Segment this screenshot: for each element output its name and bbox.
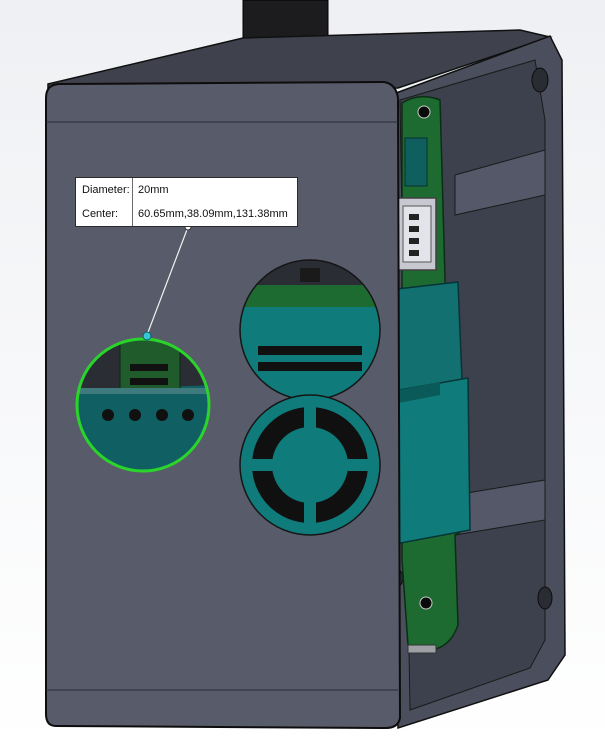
selection-point-icon[interactable]: [142, 331, 152, 341]
hole-fan[interactable]: [240, 395, 380, 535]
diameter-value: 20mm: [138, 184, 169, 196]
selection-circle-highlight[interactable]: [75, 337, 211, 473]
callout-leader-line: [146, 226, 189, 336]
measurement-callout[interactable]: Diameter: 20mm Center: 60.65mm,38.09mm,1…: [75, 177, 298, 227]
jst-pin-4: [409, 250, 419, 256]
jst-pin-1: [409, 214, 419, 220]
center-value: 60.65mm,38.09mm,131.38mm: [138, 208, 288, 220]
interior-rib-upper: [454, 149, 546, 216]
hole-fan-edge: [239, 394, 381, 536]
corner-boss-bottom: [537, 586, 553, 610]
corner-boss-top: [531, 67, 549, 93]
hole-selected[interactable]: [75, 337, 215, 480]
center-label: Center:: [76, 202, 133, 226]
jst-pin-3: [409, 238, 419, 244]
pcb-mount-hole-top: [417, 105, 431, 119]
pcb-connector-upper: [404, 137, 428, 187]
center-row: Center: 60.65mm,38.09mm,131.38mm: [76, 202, 297, 226]
pcb-terminal: [407, 644, 437, 654]
sensor-module-shadow: [388, 382, 440, 405]
diameter-row: Diameter: 20mm: [76, 178, 297, 202]
housing-front-face[interactable]: [45, 80, 402, 730]
diameter-label: Diameter:: [76, 178, 133, 202]
pcb-mount-hole-bottom: [419, 596, 433, 610]
jst-pin-2: [409, 226, 419, 232]
hole-upper[interactable]: [240, 260, 380, 400]
